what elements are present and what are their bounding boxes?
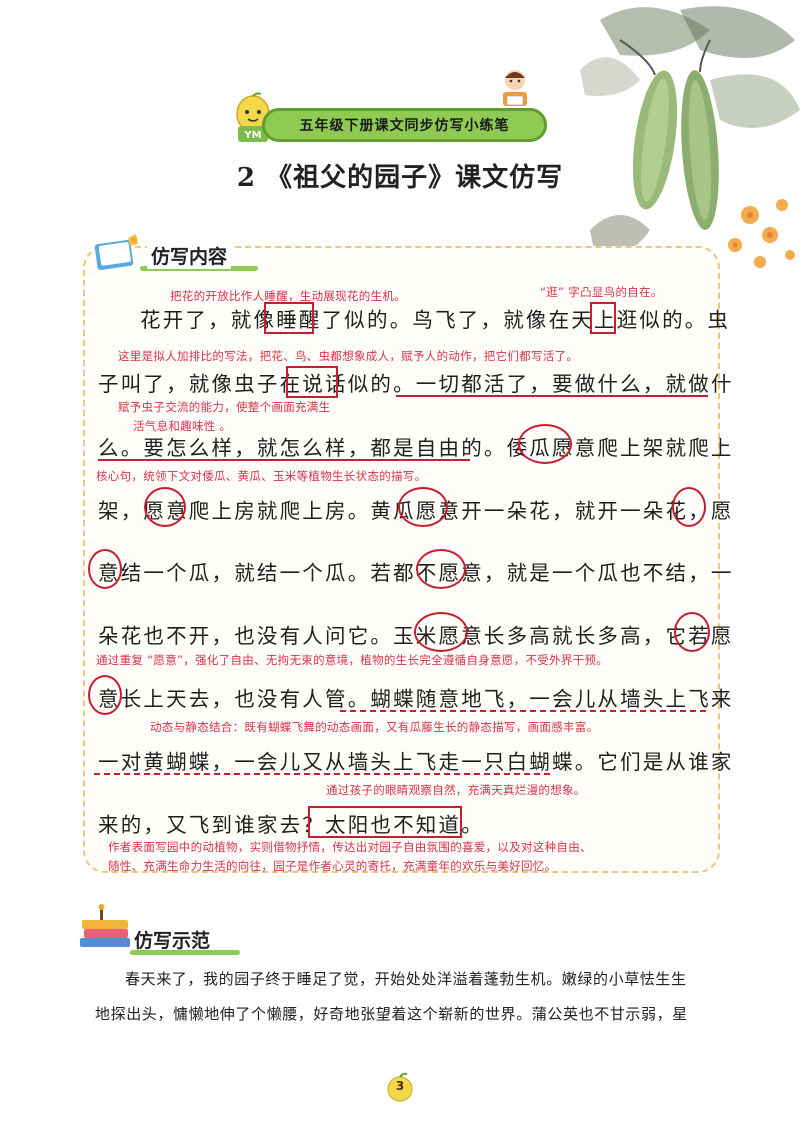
annotation-box-sleep [264,302,314,334]
text-line-7: 意长上天去，也没有人管。蝴蝶随意地飞，一会儿从墙头上飞来 [98,687,734,711]
cucumber-painting [579,6,800,281]
annotation-circle-4 [672,487,706,527]
section1-heading: 仿写内容 [147,242,232,269]
book-stack-icon [80,904,130,947]
example-line-1: 春天来了，我的园子终于睡足了觉，开始处处洋溢着蓬勃生机。嫩绿的小草怯生生 [125,970,687,988]
annotation-circle-1 [518,424,572,464]
annotation-dashed-2 [94,773,550,775]
annotation-box-talk [286,366,338,398]
annotation-circle-2 [144,487,186,527]
section2-heading: 仿写示范 [134,930,211,952]
mascot-letters: YM [243,130,261,141]
annotation-underline-1 [396,395,708,397]
note-repetition: 通过重复 “愿意”，强化了自由、无拘无束的意境，植物的生长完全遵循自身意愿，不受… [96,653,609,667]
text-line-5: 意结一个瓜，就结一个瓜。若都不愿意，就是一个瓜也不结，一 [98,561,734,585]
annotation-circle-9 [88,675,122,715]
lemon-mascot-icon: YM [236,92,270,142]
note-insect-talk-a: 赋予虫子交流的能力，使整个画面充满生 [118,400,331,414]
book-icon [94,234,138,270]
note-insect-talk-b: 活气息和趣味性 。 [133,419,232,433]
annotation-underline-2 [98,459,470,461]
annotation-box-stroll [590,302,616,334]
note-summary-a: 作者表面写园中的动植物，实则借物抒情，传达出对园子自由氛围的喜爱，以及对这种自由… [108,840,592,854]
grade-banner: 五年级下册课文同步仿写小练笔 [262,108,547,142]
note-dynamic-static: 动态与静态结合：既有蝴蝶飞舞的动态画面，又有瓜藤生长的静态描写，画面感丰富。 [150,720,599,734]
note-core-sentence: 核心句，统领下文对倭瓜、黄瓜、玉米等植物生长状态的描写。 [96,469,427,483]
note-stroll: “逛” 字凸显鸟的自在。 [540,285,663,299]
page-title: 2 《祖父的园子》课文仿写 [236,163,564,193]
annotation-circle-6 [416,549,466,589]
annotation-circle-5 [88,549,122,589]
note-sleep: 把花的开放比作人睡醒，生动展现花的生机。 [170,289,406,303]
note-child-eyes: 通过孩子的眼睛观察自然，充满天真烂漫的想象。 [326,783,586,797]
content-box [83,246,720,873]
banner-text: 五年级下册课文同步仿写小练笔 [299,118,510,134]
annotation-dashed-1 [340,710,706,712]
example-line-2: 地探出头，慵懒地伸了个懒腰，好奇地张望着这个崭新的世界。蒲公英也不甘示弱，星 [95,1005,688,1023]
text-line-9: 来的，又飞到谁家去？太阳也不知道。 [98,813,484,837]
lemon-page-icon [387,1072,413,1102]
page-number: 3 [395,1079,405,1093]
annotation-circle-7 [414,612,468,652]
annotation-circle-3 [398,487,448,527]
text-line-8: 一对黄蝴蝶，一会儿又从墙头上飞走一只白蝴蝶。它们是从谁家 [98,750,734,774]
annotation-circle-8 [674,612,710,652]
reading-kid-icon [503,70,527,106]
text-line-2: 子叫了，就像虫子在说话似的。一切都活了，要做什么，就做什 [98,372,734,396]
section2-underline [130,950,240,955]
text-line-1: 花开了，就像睡醒了似的。鸟飞了，就像在天上逛似的。虫 [140,308,731,332]
annotation-box-sun [308,806,462,838]
note-summary-b: 随性、充满生命力生活的向往，园子是作者心灵的寄托，充满童年的欢乐与美好回忆。 [108,859,557,873]
text-line-3: 么。要怎么样，就怎么样，都是自由的。倭瓜愿意爬上架就爬上 [98,436,734,460]
note-personification: 这里是拟人加排比的写法，把花、鸟、虫都想象成人，赋予人的动作，把它们都写活了。 [118,349,579,363]
